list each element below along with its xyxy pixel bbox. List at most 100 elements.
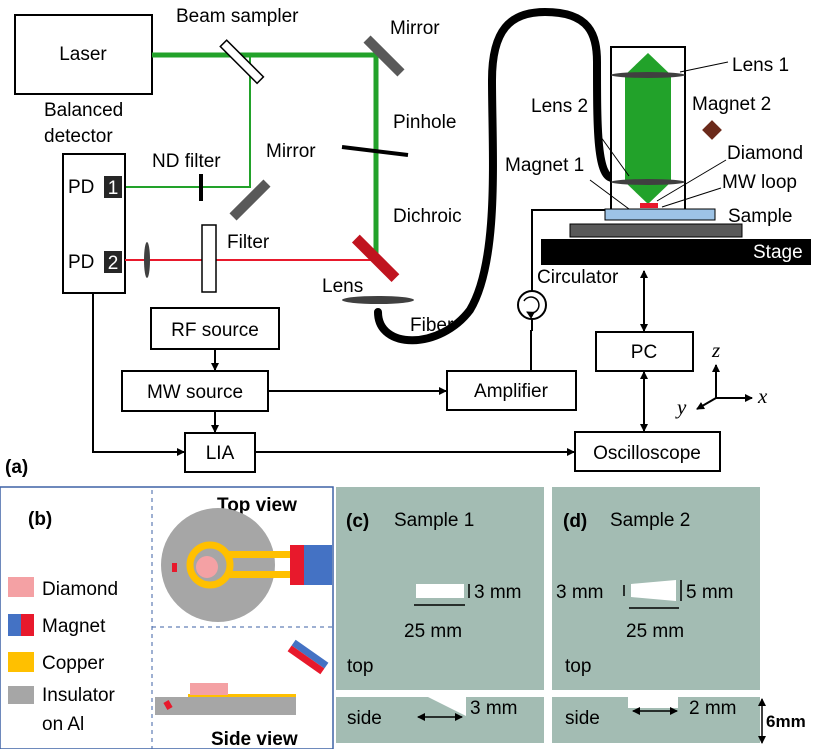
lens-label: Lens [322, 276, 363, 297]
side-view-label: Side view [211, 729, 298, 749]
legend-swatch-insulator [8, 686, 34, 704]
diamond [640, 203, 658, 208]
legend-insulator: Insulator [42, 685, 116, 706]
panel-d-side-dim: 2 mm [689, 698, 737, 719]
detector-to-lia-line [92, 293, 185, 456]
legend-diamond: Diamond [42, 579, 118, 600]
thickness-label: 6mm [766, 712, 806, 731]
nd-filter-label: ND filter [152, 151, 221, 172]
top-view-label: Top view [217, 495, 297, 516]
lia-box [184, 432, 256, 473]
panel-b-label: (b) [28, 509, 52, 530]
pinhole-label: Pinhole [393, 112, 456, 133]
mw-source-box [121, 370, 269, 412]
mw-source-label: MW source [147, 382, 243, 403]
panel-c-label: (c) [346, 511, 369, 532]
panel-d-top-label: top [565, 656, 591, 677]
legend-copper: Copper [42, 653, 105, 674]
mirror-mid-label: Mirror [266, 141, 316, 162]
mirror-top-label: Mirror [390, 18, 440, 39]
sample1-slot [416, 584, 464, 598]
pc-box [595, 331, 694, 372]
legend-magnet: Magnet [42, 616, 106, 637]
mirror-top [363, 35, 405, 77]
panel-d-dim-right: 5 mm [686, 582, 734, 603]
pd2-num: 2 [108, 253, 119, 274]
filter [201, 224, 217, 293]
balanced-label-2: detector [44, 126, 113, 147]
panel-c-top-label: top [347, 656, 373, 677]
magnet-small-side [163, 700, 173, 710]
panel-c-title: Sample 1 [394, 510, 474, 531]
circulator-icon [523, 296, 540, 319]
green-beam-column [625, 53, 671, 204]
magnet-blue-top [304, 545, 332, 585]
copper-strip-top [218, 551, 290, 558]
magnet1-label: Magnet 1 [505, 155, 584, 176]
lens2 [611, 179, 685, 185]
pd2-badge [104, 251, 122, 273]
fiber-label: Fiber [410, 315, 454, 336]
beam-sampler [219, 39, 265, 85]
panel-d-dim-length: 25 mm [626, 621, 684, 642]
beam-sampler-label: Beam sampler [176, 6, 299, 27]
sample2-side-slot [628, 697, 678, 708]
laser-label: Laser [59, 44, 107, 65]
legend-swatch-magnet-red [21, 614, 34, 636]
lia-label: LIA [206, 443, 235, 464]
pd1-label: PD [68, 177, 94, 198]
magnet-red-top [290, 545, 304, 585]
panel-c-side-label: side [347, 708, 382, 729]
laser-box [14, 14, 153, 95]
magnet-small-top [172, 563, 177, 572]
panel-c-side-dim: 3 mm [470, 698, 518, 719]
green-beam-sampled [124, 55, 251, 188]
magnet2-label: Magnet 2 [692, 94, 771, 115]
panel-c-dim-height: 3 mm [474, 582, 522, 603]
filter-label: Filter [227, 232, 270, 253]
legend-swatch-copper [8, 652, 34, 672]
stage-top [569, 223, 743, 238]
sample-label: Sample [728, 206, 792, 227]
diamond-top-view [196, 556, 218, 578]
panel-a-label: (a) [5, 457, 28, 478]
insulator-side [155, 697, 296, 715]
sample2-tapered-slot [631, 580, 676, 601]
panel-d-title: Sample 2 [610, 510, 690, 531]
pd1-badge [104, 176, 122, 198]
circulator [517, 290, 547, 320]
amplifier-label: Amplifier [474, 381, 549, 402]
lens1 [611, 72, 685, 78]
panel-d-dim-left: 3 mm [556, 582, 604, 603]
lens2-label: Lens 2 [531, 96, 588, 117]
rf-source-label: RF source [171, 320, 259, 341]
lens-main [342, 296, 414, 304]
circulator-label: Circulator [537, 267, 619, 288]
panel-d-label: (d) [563, 511, 587, 532]
amplifier-box [446, 370, 577, 411]
panel-c-dim-length: 25 mm [404, 621, 462, 642]
circulator-to-loop-line [531, 209, 611, 291]
axis-y-arrow [696, 397, 717, 410]
magnet1-pointer [589, 179, 630, 210]
dichroic [351, 234, 400, 283]
legend-swatch-diamond [8, 577, 34, 597]
panel-d-side-label: side [565, 708, 600, 729]
axis-x-label: x [757, 384, 768, 408]
balanced-label-1: Balanced [44, 100, 123, 121]
axis-y-label: y [675, 395, 687, 419]
sample [604, 208, 716, 221]
stage-base [541, 239, 811, 265]
mirror-mid [229, 179, 271, 221]
oscilloscope-label: Oscilloscope [593, 443, 701, 464]
lens1-label: Lens 1 [732, 55, 789, 76]
lens1-pointer [679, 61, 729, 73]
magnet-side-tilted [287, 639, 329, 675]
copper-side [188, 694, 296, 697]
copper-strip-bottom [218, 571, 290, 578]
detector-lens [144, 242, 150, 278]
rf-source-box [150, 307, 280, 350]
diamond-side [190, 683, 228, 695]
